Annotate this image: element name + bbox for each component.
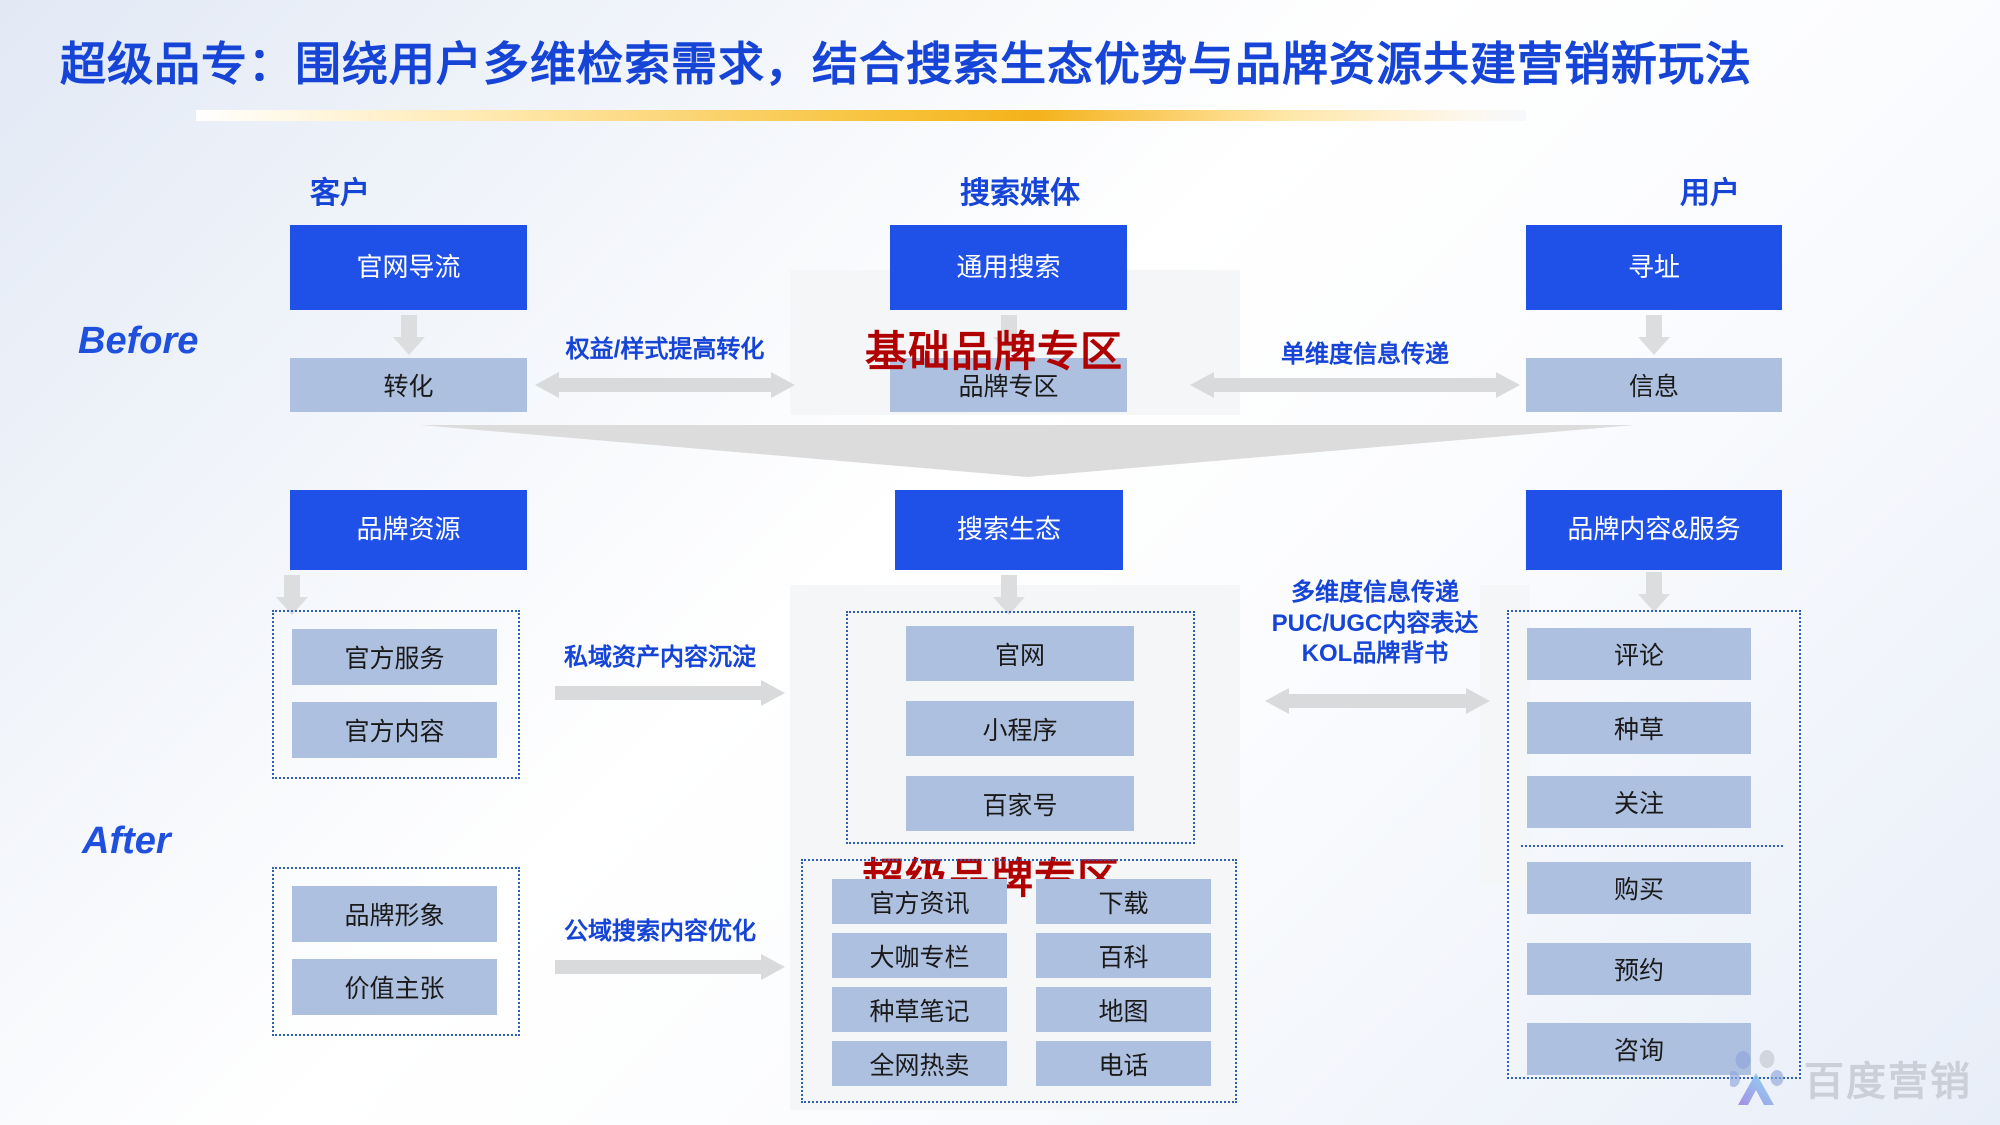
after-brand-content-item-2: 关注	[1527, 776, 1751, 828]
after-super-zone-right-3: 电话	[1036, 1041, 1211, 1086]
after-brand-content-item-5: 咨询	[1527, 1023, 1751, 1075]
after-right-arrow-label-line-0: 多维度信息传递	[1291, 579, 1459, 606]
after-super-zone-right-0: 下载	[1036, 879, 1211, 924]
before-user-primary-box: 寻址	[1526, 225, 1782, 310]
after-search-eco-down-arrow	[992, 575, 1026, 617]
after-search-eco-top-group	[846, 611, 1195, 844]
watermark-brand-text: 百度营销	[1804, 1060, 1972, 1104]
before-media-down-arrow	[992, 315, 1026, 357]
after-brand-resource-box: 品牌资源	[290, 490, 527, 570]
after-super-zone-left-1: 大咖专栏	[832, 933, 1007, 978]
after-brand-content-divider	[1521, 845, 1783, 847]
before-user-down-arrow	[1637, 315, 1671, 357]
after-super-zone-left-0: 官方资讯	[832, 879, 1007, 924]
before-customer-down-arrow	[392, 315, 426, 357]
before-after-transition-chevron	[420, 425, 1635, 477]
column-caption-user: 用户	[1680, 177, 1740, 210]
after-brand-content-box: 品牌内容&服务	[1526, 490, 1782, 570]
title-underline-bar	[196, 110, 1526, 121]
column-caption-customer: 客户	[310, 177, 370, 210]
after-search-eco-box: 搜索生态	[895, 490, 1123, 570]
before-media-overlay-caption: 基础品牌专区	[865, 328, 1124, 375]
after-left-arrow-label-1: 私域资产内容沉淀	[564, 644, 756, 671]
before-media-secondary-box: 品牌专区	[890, 358, 1127, 412]
after-brand-resource-item-0: 官方服务	[292, 629, 497, 685]
before-right-bidirectional-arrow	[1190, 372, 1520, 398]
after-brand-identity-item-1: 价值主张	[292, 959, 497, 1015]
after-brand-content-item-4: 预约	[1527, 943, 1751, 995]
stage-label-before: Before	[78, 320, 199, 362]
after-search-eco-top-item-0: 官网	[906, 626, 1134, 681]
after-brand-content-item-1: 种草	[1527, 702, 1751, 754]
after-right-backdrop	[1480, 585, 1530, 885]
watermark-logo: 百度营销	[1727, 1049, 1972, 1107]
after-brand-identity-group	[272, 867, 520, 1036]
before-customer-primary-box: 官网导流	[290, 225, 527, 310]
before-user-secondary-box: 信息	[1526, 358, 1782, 412]
after-brand-content-item-3: 购买	[1527, 862, 1751, 914]
after-left-arrow-label-2: 公域搜索内容优化	[564, 918, 756, 945]
after-brand-content-group	[1507, 610, 1801, 1079]
before-media-primary-box: 通用搜索	[890, 225, 1127, 310]
after-super-zone-group	[801, 859, 1237, 1103]
before-customer-secondary-box: 转化	[290, 358, 527, 412]
after-brand-identity-item-0: 品牌形象	[292, 886, 497, 942]
after-left-arrow-2	[535, 954, 785, 980]
after-super-zone-right-1: 百科	[1036, 933, 1211, 978]
after-brand-content-down-arrow	[1637, 572, 1671, 614]
after-brand-resource-group	[272, 610, 520, 779]
after-super-zone-right-2: 地图	[1036, 987, 1211, 1032]
baidu-paw-logo-icon	[1727, 1049, 1792, 1107]
after-right-arrow-label-line-1: PUC/UGC内容表达	[1271, 609, 1479, 637]
after-super-zone-left-3: 全网热卖	[832, 1041, 1007, 1086]
after-brand-content-item-0: 评论	[1527, 628, 1751, 680]
before-left-bidirectional-arrow	[535, 372, 795, 398]
stage-label-after: After	[82, 820, 171, 862]
before-left-arrow-label: 权益/样式提高转化	[565, 336, 765, 363]
after-brand-resource-item-1: 官方内容	[292, 702, 497, 758]
after-right-arrow-label: 多维度信息传递 PUC/UGC内容表达 KOL品牌背书	[1250, 578, 1500, 670]
before-right-arrow-label: 单维度信息传递	[1281, 341, 1449, 368]
after-right-arrow-label-line-2: KOL品牌背书	[1301, 640, 1449, 668]
after-search-eco-top-item-2: 百家号	[906, 776, 1134, 831]
after-super-zone-left-2: 种草笔记	[832, 987, 1007, 1032]
page-title: 超级品专：围绕用户多维检索需求，结合搜索生态优势与品牌资源共建营销新玩法	[60, 38, 1752, 90]
after-left-arrow-1	[535, 680, 785, 706]
after-right-bidirectional-arrow	[1265, 688, 1490, 714]
after-search-eco-top-item-1: 小程序	[906, 701, 1134, 756]
column-caption-media: 搜索媒体	[960, 177, 1080, 210]
